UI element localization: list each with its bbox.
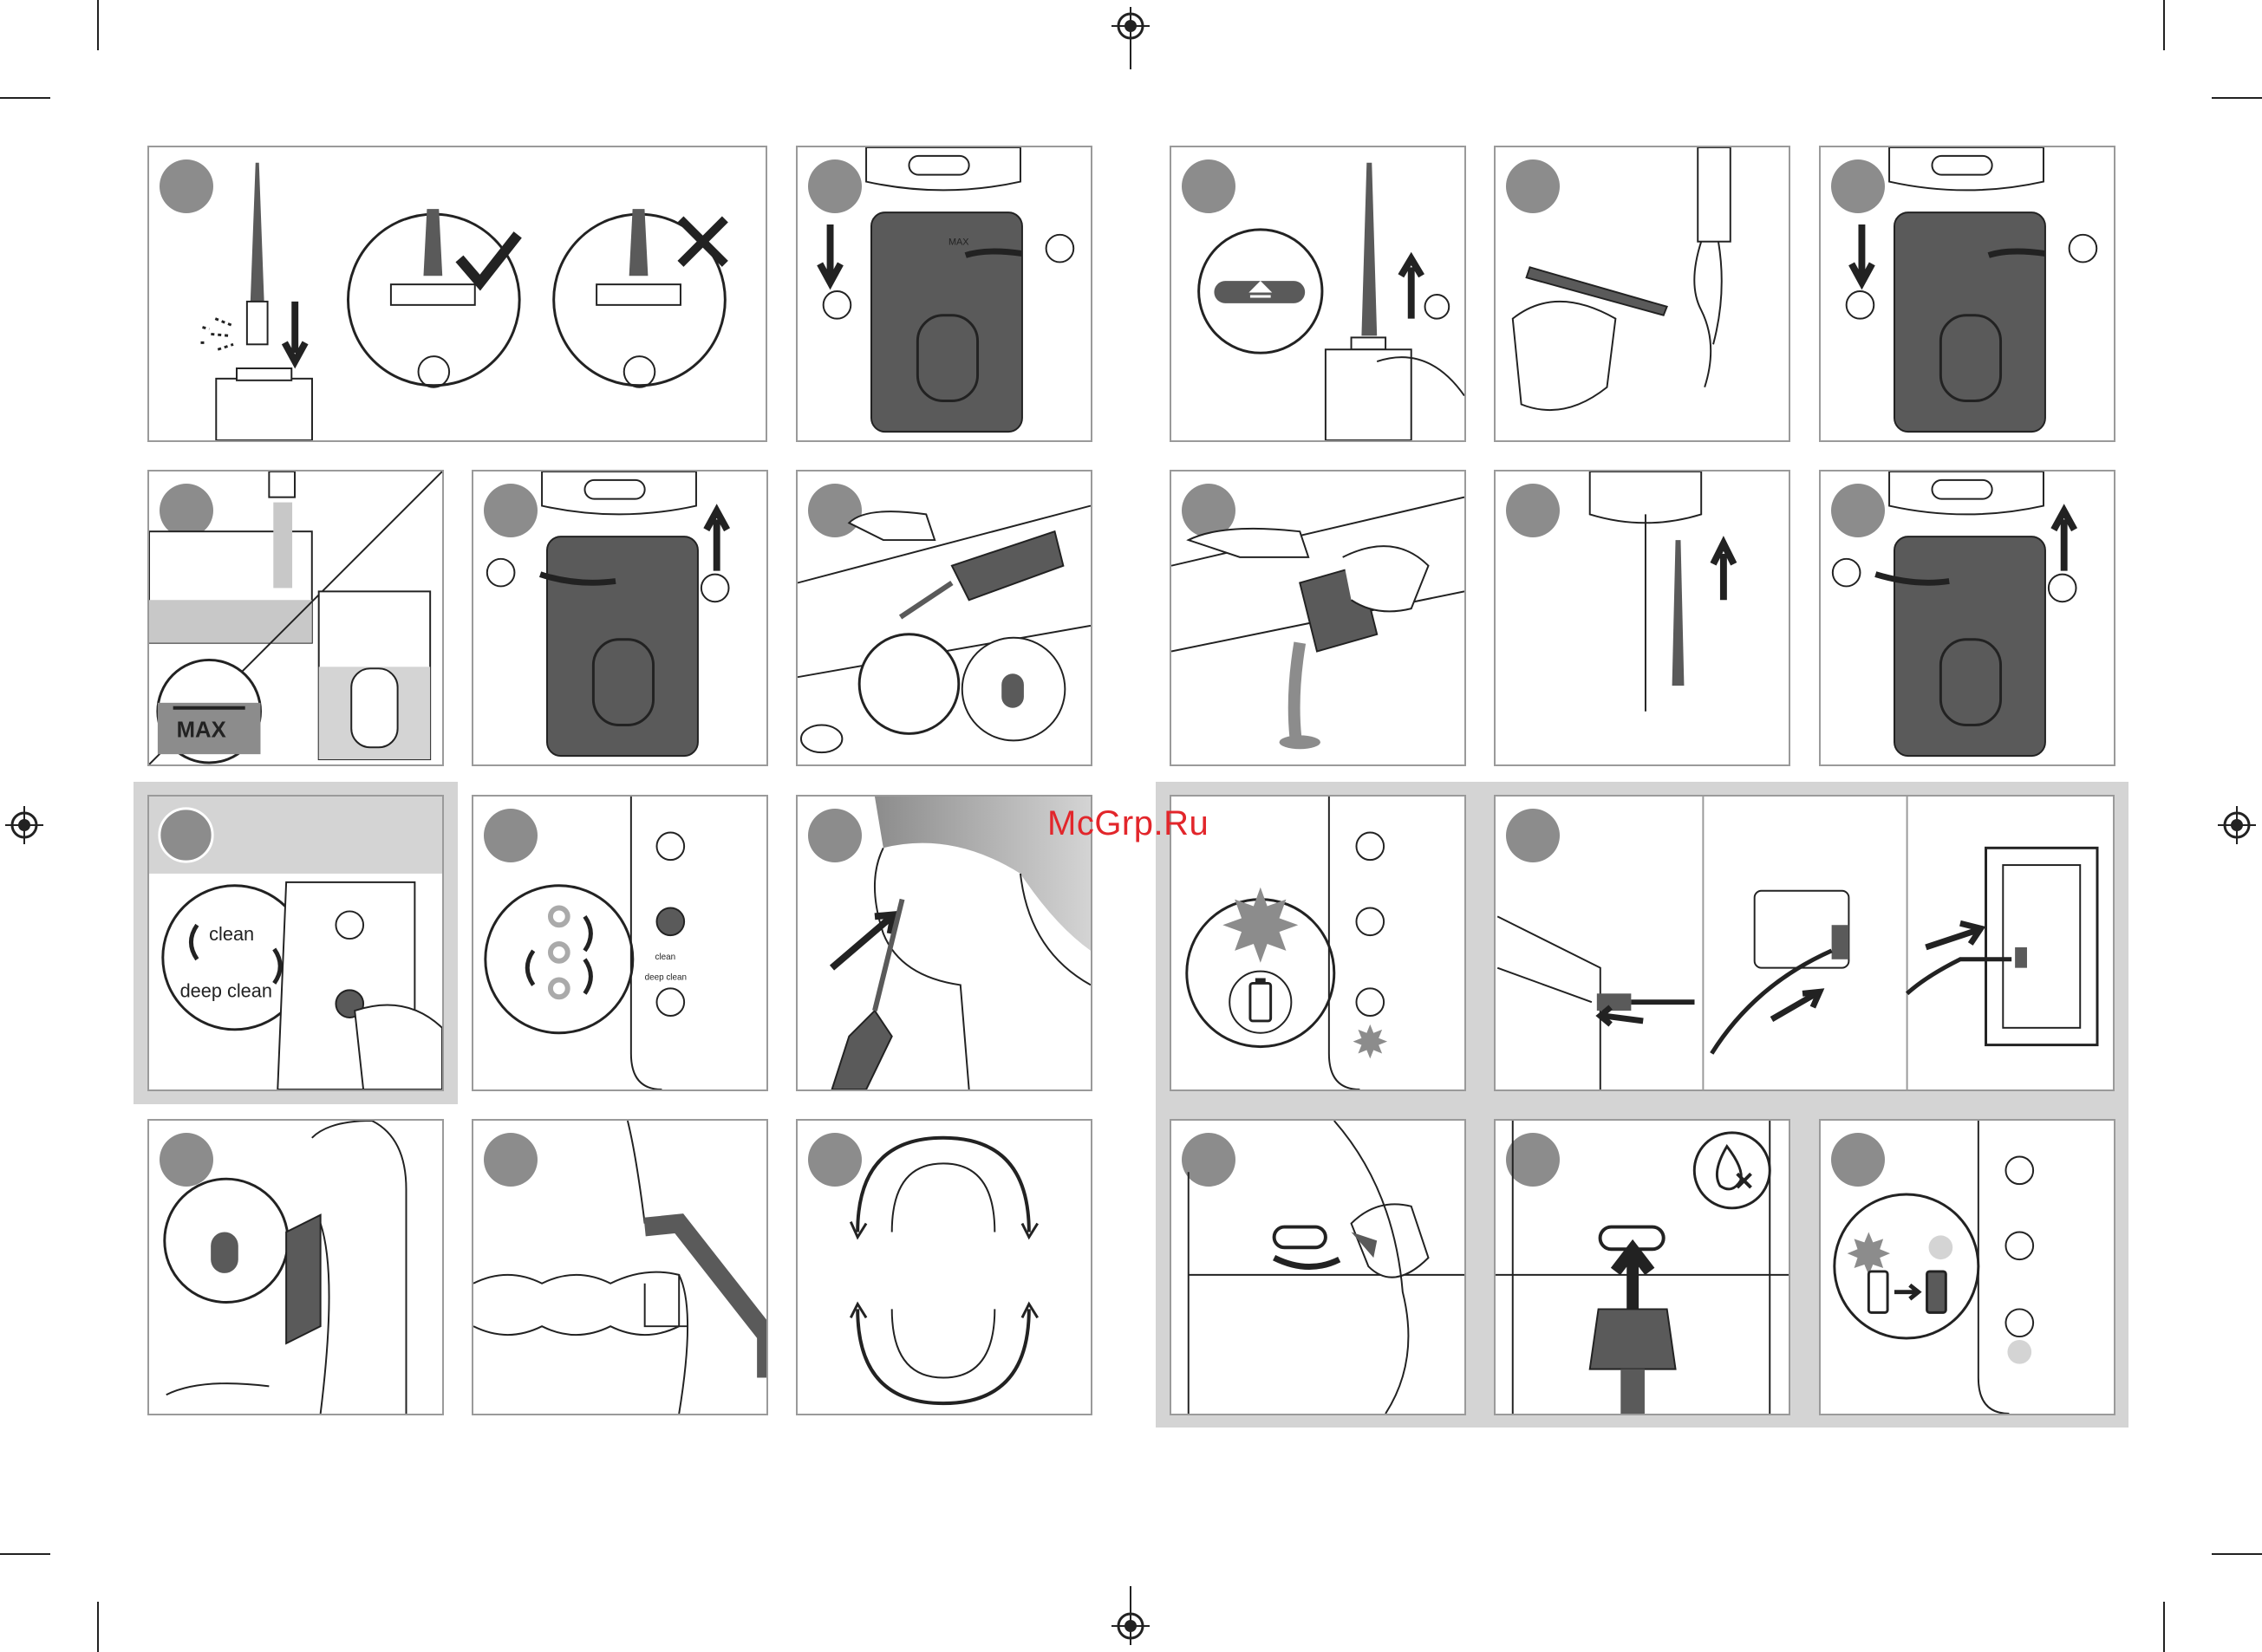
registration-mark-icon — [2218, 806, 2256, 844]
nozzle-icon — [251, 163, 264, 302]
crop-mark — [97, 1602, 99, 1652]
panel-empty-reservoir — [1170, 470, 1466, 766]
watermark: McGrp.Ru — [1047, 804, 1209, 843]
battery-icon — [1868, 1272, 1887, 1312]
panel-battery-charged — [1819, 1119, 2115, 1415]
deep-clean-small-label: deep clean — [645, 972, 687, 982]
panel-intensity: clean deep clean — [472, 795, 768, 1091]
registration-mark-icon — [5, 806, 43, 844]
panel-fill-reservoir: MAX — [147, 470, 444, 766]
clean-label: clean — [209, 923, 254, 945]
max-label: MAX — [948, 237, 969, 248]
panel-plug-cable — [1494, 1119, 1790, 1415]
panel-remove-nozzle — [1170, 146, 1466, 442]
crop-mark — [2212, 1553, 2262, 1555]
panel-detach-reservoir — [472, 470, 768, 766]
panel-battery-low — [1170, 795, 1466, 1091]
crop-mark — [0, 1553, 50, 1555]
panel-attach-reservoir: MAX — [796, 146, 1092, 442]
panel-attach-nozzle — [147, 146, 767, 442]
crop-mark — [2212, 97, 2262, 99]
panel-open-charging-cover — [1170, 1119, 1466, 1415]
panel-select-mode: clean deep clean — [147, 795, 444, 1091]
panel-rinse-nozzle — [1494, 146, 1790, 442]
crop-mark — [97, 0, 99, 50]
clean-small-label: clean — [655, 953, 676, 962]
deep-clean-label: deep clean — [180, 979, 272, 1001]
panel-nozzle-angle — [472, 1119, 768, 1415]
battery-icon — [1250, 983, 1271, 1020]
panel-lean-over-sink — [796, 470, 1092, 766]
battery-icon — [1927, 1272, 1946, 1312]
panel-attach-reservoir-2 — [1819, 146, 2115, 442]
panel-use-over-sink — [147, 1119, 444, 1415]
panel-attach-reservoir-3 — [1819, 470, 2115, 766]
panel-teeth-path — [796, 1119, 1092, 1415]
max-label: MAX — [177, 718, 226, 742]
panel-store-nozzle — [1494, 470, 1790, 766]
crop-mark — [0, 97, 50, 99]
registration-mark-icon — [1111, 1607, 1150, 1645]
registration-mark-icon — [1111, 7, 1150, 45]
crop-mark — [2163, 1602, 2165, 1652]
crop-mark — [2163, 0, 2165, 50]
panel-charging — [1494, 795, 2115, 1091]
